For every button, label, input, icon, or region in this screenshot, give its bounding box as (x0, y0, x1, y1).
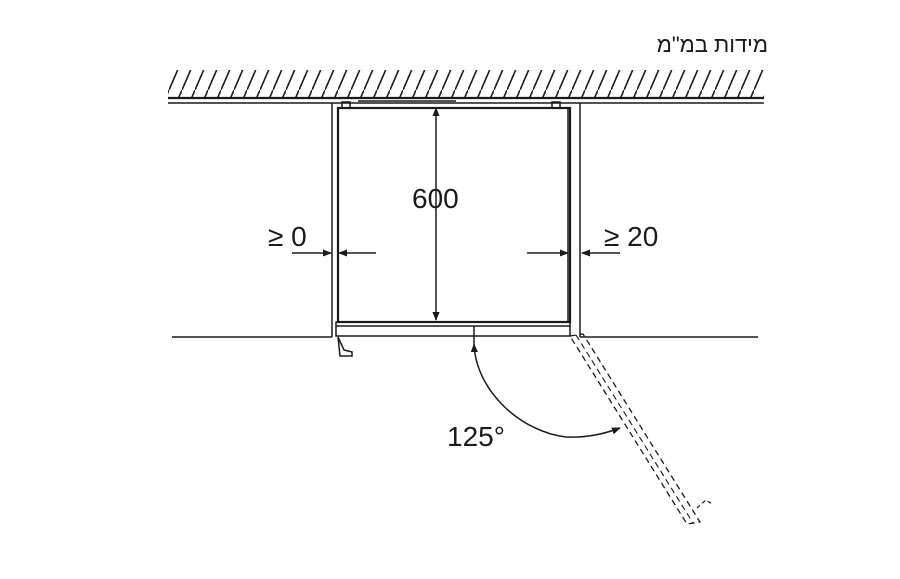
right-cabinet (579, 103, 758, 338)
door-angle-arc (470, 326, 621, 438)
units-label: מידות במ"מ (657, 32, 768, 57)
depth-label: 600 (412, 183, 459, 214)
appliance-door (335, 321, 571, 357)
right-clearance-label: ≥ 20 (604, 221, 658, 252)
open-door-outline (568, 333, 713, 525)
door-angle-label: 125° (447, 421, 505, 452)
left-cabinet (172, 103, 333, 338)
wall (168, 70, 764, 104)
left-clearance-label: ≥ 0 (268, 221, 307, 252)
